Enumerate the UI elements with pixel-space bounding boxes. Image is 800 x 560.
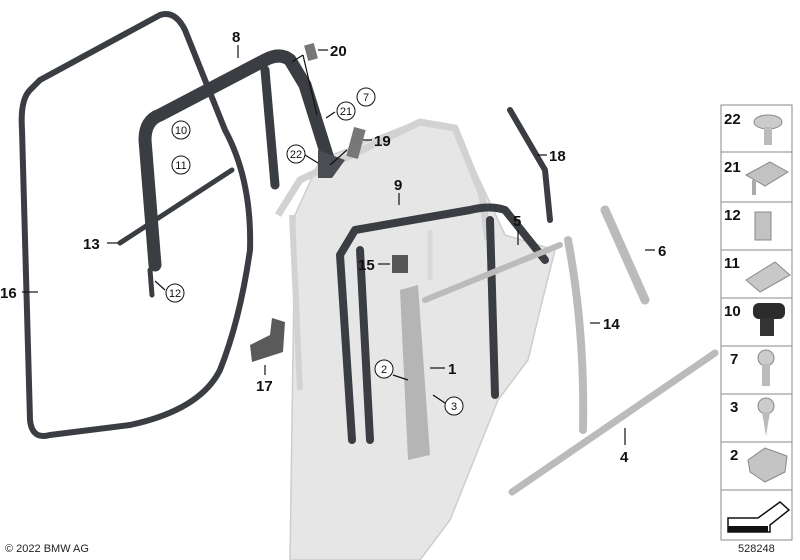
door-seal-16 bbox=[18, 11, 254, 439]
svg-text:7: 7 bbox=[363, 92, 369, 104]
svg-text:22: 22 bbox=[290, 149, 302, 161]
callout-14: 14 bbox=[603, 316, 620, 333]
diagram-id: 528248 bbox=[738, 543, 775, 555]
svg-text:21: 21 bbox=[340, 106, 352, 118]
screw-icon bbox=[757, 349, 775, 386]
callout-4: 4 bbox=[620, 449, 629, 466]
callout-5: 5 bbox=[513, 213, 521, 230]
callout-16: 16 bbox=[0, 285, 17, 302]
screw-icon bbox=[757, 397, 775, 436]
clip-nut-icon bbox=[754, 211, 772, 241]
clip-icon bbox=[745, 261, 791, 293]
window-channel-9 bbox=[336, 203, 549, 444]
svg-text:12: 12 bbox=[169, 288, 181, 300]
nut-icon bbox=[747, 447, 788, 483]
legend-number: 12 bbox=[724, 207, 741, 224]
callout-22: 22 bbox=[286, 144, 306, 164]
callout-2: 2 bbox=[374, 359, 394, 379]
svg-text:10: 10 bbox=[175, 125, 187, 137]
plug-icon bbox=[753, 303, 785, 336]
callout-8: 8 bbox=[232, 29, 240, 46]
callout-9: 9 bbox=[394, 177, 402, 194]
callout-13: 13 bbox=[83, 236, 100, 253]
callout-20: 20 bbox=[330, 43, 347, 60]
callout-6: 6 bbox=[658, 243, 666, 260]
legend-number: 2 bbox=[730, 447, 738, 464]
callout-12: 12 bbox=[165, 283, 185, 303]
screw-icon bbox=[753, 114, 783, 145]
svg-text:3: 3 bbox=[451, 401, 457, 413]
callout-15: 15 bbox=[358, 257, 375, 274]
pad-20 bbox=[304, 42, 318, 62]
legend-number: 7 bbox=[730, 351, 738, 368]
legend-number: 10 bbox=[724, 303, 741, 320]
callout-1: 1 bbox=[448, 361, 456, 378]
svg-text:11: 11 bbox=[175, 160, 186, 172]
pillar-trim-1 bbox=[400, 285, 430, 460]
pad-19 bbox=[346, 126, 366, 160]
callout-10: 10 bbox=[171, 120, 191, 140]
callout-18: 18 bbox=[549, 148, 566, 165]
belt-moulding-5 bbox=[422, 242, 563, 303]
trim-6 bbox=[600, 205, 650, 305]
bracket-15 bbox=[392, 255, 408, 273]
copyright: © 2022 BMW AG bbox=[5, 543, 89, 555]
sill-trim-4 bbox=[508, 349, 719, 496]
callout-7: 7 bbox=[356, 87, 376, 107]
trim-14 bbox=[564, 236, 588, 434]
window-channel-8 bbox=[138, 49, 337, 272]
legend-number: 21 bbox=[724, 159, 741, 176]
callout-19: 19 bbox=[374, 133, 391, 150]
belt-strip-13 bbox=[117, 167, 235, 246]
legend-number: 22 bbox=[724, 111, 741, 128]
trim-18 bbox=[507, 107, 553, 223]
leader-lines bbox=[22, 45, 655, 445]
fastener-legend: 22 21 12 11 10 7 3 2 bbox=[720, 104, 793, 541]
legend-number: 3 bbox=[730, 399, 738, 416]
svg-text:2: 2 bbox=[381, 364, 387, 376]
callout-3: 3 bbox=[444, 396, 464, 416]
callout-11: 11 bbox=[171, 155, 191, 175]
legend-number: 11 bbox=[724, 255, 740, 272]
callout-21: 21 bbox=[336, 101, 356, 121]
bracket-17 bbox=[250, 318, 285, 362]
callout-17: 17 bbox=[256, 378, 273, 395]
clip-icon bbox=[744, 161, 789, 195]
direction-arrow-icon bbox=[727, 501, 791, 533]
